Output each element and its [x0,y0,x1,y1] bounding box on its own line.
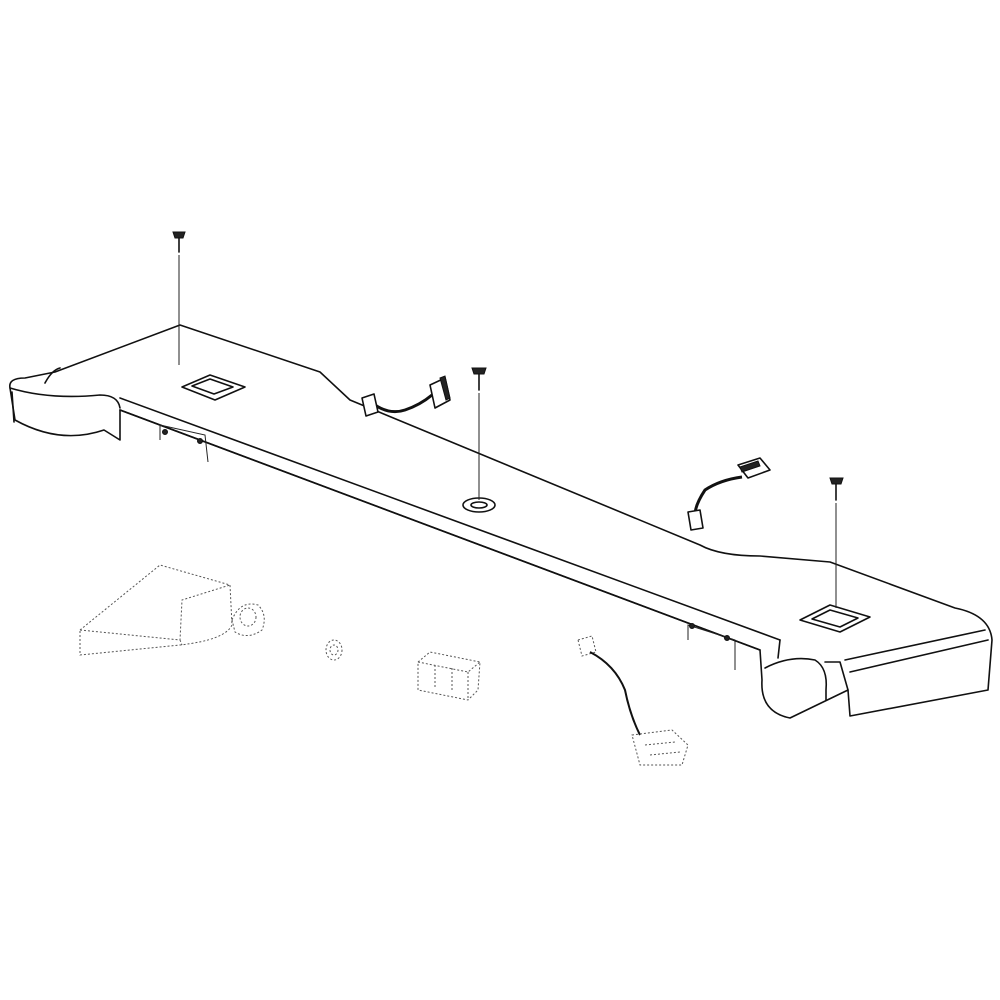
screw-right [829,477,844,608]
wire-harness-upper-left [361,375,451,417]
clip [231,603,265,636]
wire-harness-upper-right [687,457,771,531]
grommet [325,639,343,661]
hinge-cover-body [8,324,993,719]
wire-harness-lower [577,635,689,766]
screw-center [471,367,487,500]
screw-left [172,231,186,365]
connector-housing [417,651,481,701]
bracket [79,564,233,656]
